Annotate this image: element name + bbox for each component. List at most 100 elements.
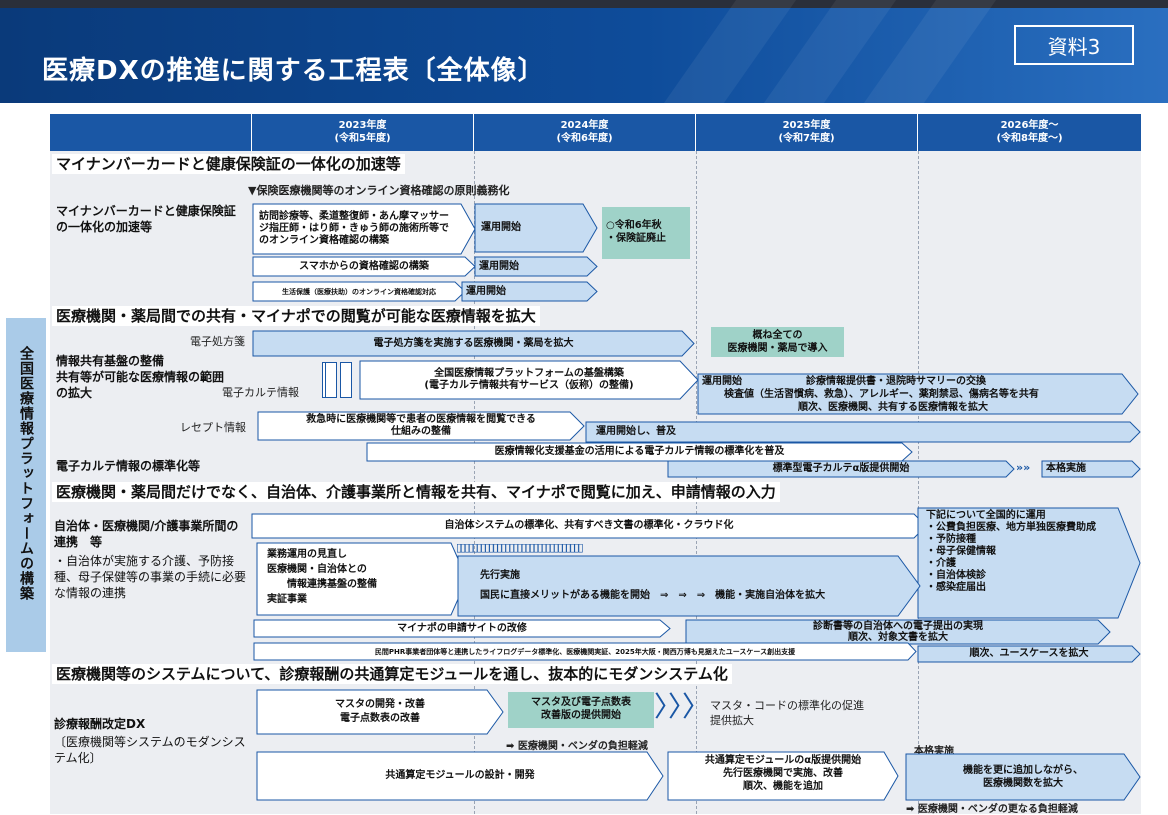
full-impl-label: 本格実施 [914, 746, 954, 757]
arrow-text: スマホからの資格確認の構築 [299, 260, 429, 272]
milestone-label: ▼保険医療機関等のオンライン資格確認の原則義務化 [248, 184, 510, 197]
sidebar-text: 全国医療情報プラットフォームの構築 [18, 346, 34, 601]
master-next-text: マスタ・コードの標準化の促進 提供拡大 [710, 699, 864, 727]
arrow-advance-implementation: 先行実施 国民に直接メリットがある機能を開始 ⇒ ⇒ ⇒ 機能・実施自治体を拡大 [457, 555, 921, 617]
arrow-platform-build: 全国医療情報プラットフォームの基盤構築 (電子カルテ情報共有サービス（仮称）の整… [359, 360, 699, 400]
year-header-2026: 2026年度～ (令和8年度～) [918, 114, 1141, 151]
medcert-group: 診断書等の自治体への電子提出の実現 順次、対象文書を拡大 [813, 621, 983, 643]
teal-master-release: マスタ及び電子点数表 改善版の提供開始 [508, 692, 654, 728]
advance-text: 国民に直接メリットがある機能を開始 ⇒ ⇒ ⇒ 機能・実施自治体を拡大 [480, 590, 826, 601]
arrow-text: 運用開始 [479, 260, 519, 272]
nationwide-item: ・感染症届出 [926, 582, 986, 593]
burden-reduction-note: ➡ 医療機関・ベンダの負担軽減 [506, 741, 648, 752]
row-description: ・自治体が実施する介護、予防接種、母子保健等の事業の手続に必要な情報の連携 [54, 554, 247, 600]
sidebar-platform-label: 全国医療情報プラットフォームの構築 [6, 318, 46, 652]
arrow-operations-review: 業務運用の見直し 医療機関・自治体との 情報連携基盤の整備 実証事業 [256, 542, 468, 616]
ehr-share-label: 検査値（生活習慣病、救急）、アレルギー、薬剤禁忌、傷病名等を共有 [724, 389, 1039, 400]
arrow-receipt-operation: 運用開始し、普及 [585, 421, 1141, 443]
ehr-expand-label: 順次、医療機関、共有する医療情報を拡大 [798, 402, 988, 413]
arrow-text: 民間PHR事業者団体等と連携したライフログデータ標準化、医療機関実証、2025年… [374, 647, 796, 656]
arrow-operation-start: 運用開始 [474, 203, 598, 253]
medcert-label: 診断書等の自治体への電子提出の実現 [813, 621, 983, 632]
row-label: 自治体・医療機関/介護事業所間の連携 等 [54, 519, 239, 549]
chevron-strip-icon: ▯▯▯▯▯▯▯▯▯▯▯▯▯▯▯▯▯▯▯▯▯▯▯▯▯▯▯▯▯▯▯ [456, 541, 584, 554]
arrow-text: マイナポの申請サイトの改修 [397, 622, 527, 634]
ehr-exchange-label: 診療情報提供書・退院時サマリーの交換 [806, 376, 986, 387]
era-label: (令和7年度) [778, 133, 835, 144]
year-label: 2023年度 [338, 120, 387, 131]
era-label: (令和8年度～) [996, 133, 1063, 144]
module-alpha-group: 共通算定モジュールのα版提供開始 先行医療機関で実施、改善 順次、機能を追加 [705, 754, 861, 793]
module-alpha-label: 共通算定モジュールのα版提供開始 [704, 755, 862, 766]
nationwide-item: ・介護 [926, 558, 956, 569]
arrow-text: 医療情報化支援基金の活用による電子カルテ情報の標準化を普及 [494, 446, 785, 457]
teal-milestone-box: ○令和6年秋 ・保険証廃止 [602, 207, 690, 259]
arrow-ehr-standardization: 医療情報化支援基金の活用による電子カルテ情報の標準化を普及 [366, 442, 913, 462]
arrow-text: 運用開始 [481, 222, 521, 233]
year-header-2025: 2025年度 (令和7年度) [696, 114, 917, 151]
section-heading: 医療機関・薬局間だけでなく、自治体、介護事業所と情報を共有、マイナポで閲覧に加え… [52, 482, 780, 502]
module-alpha-sub: 先行医療機関で実施、改善 順次、機能を追加 [722, 768, 843, 792]
arrow-usecase-expand: 順次、ユースケースを拡大 [917, 645, 1141, 663]
grid-divider [918, 151, 919, 814]
arrow-text: 運用開始 [466, 285, 506, 297]
arrow-text: 共通算定モジュールの設計・開発 [385, 770, 535, 781]
ehr-start-label: 運用開始 [702, 376, 742, 387]
arrow-online-check-build: 訪問診療等、柔道整復師・あん摩マッサージ指圧師・はり師・きゅう師の施術所等でのオ… [252, 203, 476, 255]
year-label: 2024年度 [560, 120, 609, 131]
arrow-full-implementation-2: 機能を更に追加しながら、 医療機関数を拡大 [905, 753, 1141, 801]
arrow-text: マスタの開発・改善 電子点数表の改善 [335, 699, 425, 724]
nationwide-item: ・予防接種 [926, 534, 976, 545]
arrow-medical-certificate: 診断書等の自治体への電子提出の実現 順次、対象文書を拡大 [685, 619, 1111, 645]
arrow-municipal-standardization: 自治体システムの標準化、共有すべき文書の標準化・クラウド化 [251, 513, 927, 539]
arrow-text: 電子処方箋を実施する医療機関・薬局を拡大 [373, 337, 574, 349]
document-number-badge: 資料3 [1014, 25, 1134, 65]
row-label: 情報共有基盤の整備 共有等が可能な医療情報の範囲の拡大 [56, 354, 225, 400]
arrow-standard-ehr-alpha: 標準型電子カルテα版提供開始 [667, 460, 1015, 478]
nationwide-list: 下記について全国的に運用 ・公費負担医療、地方単独医療費助成 ・予防接種 ・母子… [926, 510, 1096, 594]
section-heading: 医療機関・薬局間での共有・マイナポでの閲覧が可能な医療情報を拡大 [52, 306, 540, 326]
arrow-text: 標準型電子カルテα版提供開始 [772, 463, 910, 474]
arrow-text: 業務運用の見直し 医療機関・自治体との 情報連携基盤の整備 実証事業 [267, 549, 377, 605]
arrow-e-prescription: 電子処方箋を実施する医療機関・薬局を拡大 [252, 330, 695, 357]
advance-group: 先行実施 国民に直接メリットがある機能を開始 ⇒ ⇒ ⇒ 機能・実施自治体を拡大 [480, 566, 825, 606]
arrow-nationwide-operation: 下記について全国的に運用 ・公費負担医療、地方単独医療費助成 ・予防接種 ・母子… [917, 507, 1141, 619]
arrow-text: 機能を更に追加しながら、 医療機関数を拡大 [963, 765, 1083, 789]
year-label: 2025年度 [782, 120, 831, 131]
chevrons-icon: 〉〉〉 [654, 690, 711, 723]
nationwide-item: ・母子保健情報 [926, 546, 996, 557]
arrow-smartphone-check: スマホからの資格確認の構築 [252, 256, 476, 277]
row-sublabel-rx: 電子処方箋 [190, 335, 245, 348]
arrow-text: 自治体システムの標準化、共有すべき文書の標準化・クラウド化 [444, 520, 734, 531]
arrow-text: 全国医療情報プラットフォームの基盤構築 (電子カルテ情報共有サービス（仮称）の整… [424, 368, 634, 391]
stage-marker [340, 362, 352, 398]
arrow-text: 救急時に医療機関等で患者の医療情報を閲覧できる 仕組みの整備 [306, 414, 536, 437]
stage-marker [325, 362, 337, 398]
row-sublabel-ehr: 電子カルテ情報 [222, 386, 299, 399]
era-label: (令和5年度) [334, 133, 391, 144]
row-label: 診療報酬改定DX [54, 717, 146, 731]
arrow-operation-start-3: 運用開始 [461, 281, 598, 302]
arrow-text: 訪問診療等、柔道整復師・あん摩マッサージ指圧師・はり師・きゅう師の施術所等でのオ… [259, 211, 449, 246]
teal-rx-goal: 概ね全ての 医療機関・薬局で導入 [711, 327, 844, 357]
nationwide-title: 下記について全国的に運用 [926, 510, 1046, 521]
burden-reduction-note-2: ➡ 医療機関・ベンダの更なる負担軽減 [906, 804, 1078, 815]
arrow-operation-start-2: 運用開始 [474, 256, 598, 277]
year-header-2023: 2023年度 (令和5年度) [252, 114, 473, 151]
arrow-phr-standardization: 民間PHR事業者団体等と連携したライフログデータ標準化、医療機関実証、2025年… [253, 642, 917, 661]
era-label: (令和6年度) [556, 133, 613, 144]
arrow-text: 生活保護（医療扶助）のオンライン資格確認対応 [282, 287, 436, 296]
header-top-bar [0, 0, 1168, 8]
arrow-module-alpha: 共通算定モジュールのα版提供開始 先行医療機関で実施、改善 順次、機能を追加 [667, 751, 899, 801]
row-description: 〔医療機関等システムのモダンシステム化〕 [54, 735, 246, 765]
arrow-welfare-check: 生活保護（医療扶助）のオンライン資格確認対応 [252, 281, 466, 302]
advance-label: 先行実施 [480, 570, 520, 581]
page-title: 医療DXの推進に関する工程表〔全体像〕 [42, 56, 545, 86]
chevrons-icon: »» [1016, 461, 1031, 474]
row-label: マイナンバーカードと健康保険証の一体化の加速等 [56, 204, 236, 234]
nationwide-item: ・公費負担医療、地方単独医療費助成 [926, 522, 1096, 533]
row-label: 電子カルテ情報の標準化等 [56, 459, 201, 473]
arrow-mynaportal-revision: マイナポの申請サイトの改修 [253, 619, 671, 638]
year-header-2024: 2024年度 (令和6年度) [474, 114, 695, 151]
year-header-blank [50, 114, 251, 151]
